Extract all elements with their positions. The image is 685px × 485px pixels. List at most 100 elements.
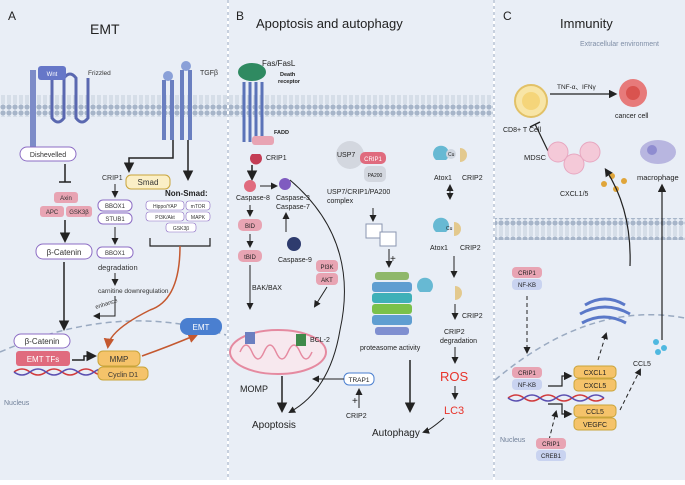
macrophage-label: macrophage [637, 173, 679, 182]
cu-label: Cu [448, 152, 455, 158]
cancer-nucleus [626, 86, 640, 100]
crip2-shape [460, 148, 467, 162]
axin-label: Axin [60, 196, 72, 202]
bcatenin-label: β-Catenin [47, 248, 82, 257]
cd8-nucleus [522, 92, 540, 110]
gsk3b-box [66, 206, 92, 217]
crip1-c-box [512, 267, 542, 278]
apc-box [40, 206, 64, 217]
nfkb-c-box [512, 279, 542, 290]
bakbax-pore [245, 332, 255, 344]
tgfb-receptor [162, 70, 192, 140]
panel-c-letter: C [503, 9, 512, 23]
dishevelled-label: Dishevelled [30, 152, 66, 159]
chemokine-dot-1 [601, 181, 607, 187]
arrow-creb-dna [548, 410, 559, 441]
creb1-label: CREB1 [541, 454, 562, 460]
cyclin-box [97, 366, 149, 381]
panel-c-title: Immunity [560, 16, 613, 31]
frizzled-label: Frizzled [88, 70, 111, 77]
vegfc-box [573, 417, 617, 431]
panel-b-title: Apoptosis and autophagy [256, 16, 403, 31]
degradation-b-label: degradation [440, 338, 477, 345]
vegfc-label: VEGFC [583, 422, 607, 429]
membrane-b [229, 95, 493, 117]
cxcl5-box [573, 378, 617, 392]
stub1-label: STUB1 [105, 217, 125, 223]
akt-label: AKT [321, 278, 333, 284]
ccl5-dot-3 [655, 349, 661, 355]
casp3-label: Caspase-3 [276, 195, 310, 202]
cxcl15-label: CXCL1/5 [560, 191, 589, 198]
cu-shape [446, 149, 456, 159]
cd8-label: CD8+ T Cell [503, 127, 542, 134]
pi3k-label: PI3K [320, 265, 333, 271]
golgi [579, 297, 631, 325]
bcatenin2-box [13, 333, 71, 349]
atox1b-label: Atox1 [430, 245, 448, 252]
emttfs-label: EMT TFs [27, 355, 60, 364]
proteasome-cap [375, 272, 409, 280]
crip1-b-shape [250, 154, 262, 165]
crip1-a-label: CRIP1 [102, 175, 123, 182]
arrow-enhance [93, 296, 116, 320]
cu2-label: Cu [446, 226, 453, 232]
dna-c-2 [507, 394, 605, 402]
curve-to-mmp [149, 245, 181, 311]
arrow-to-ccl5 [548, 403, 573, 419]
crip2-label: CRIP2 [462, 175, 483, 182]
tbid-box [238, 250, 262, 262]
complex2-label: complex [327, 198, 354, 205]
atox1-shape [433, 145, 449, 160]
tgfb-ligand-2 [181, 61, 191, 71]
apoptosis-label: Apoptosis [252, 420, 296, 431]
arrow-to-golgi [597, 332, 608, 361]
panel-a-title: EMT [90, 21, 120, 37]
usp7-label: USP7 [337, 152, 355, 159]
ns3-box [145, 211, 185, 222]
apc-label: APC [46, 210, 59, 216]
tgfb-label: TGFβ [200, 70, 218, 77]
proteasome-base [375, 327, 409, 335]
cxcl1-box [573, 365, 617, 379]
nucleus-c-label: Nucleus [500, 437, 526, 444]
extra-label: Extracellular environment [580, 41, 659, 48]
inhibit-mdsc-cd8 [534, 123, 549, 152]
ns3-label: PI3K/Akt [155, 215, 175, 221]
panel-b-letter: B [236, 9, 244, 23]
pa200-label: PA200 [368, 173, 383, 179]
trap1-label: TRAP1 [349, 377, 370, 384]
wnt-label: Wnt [47, 72, 58, 78]
degradation-a-label: degradation [98, 263, 138, 272]
arrow-ccl5-out [619, 368, 641, 411]
bid-label: BID [245, 224, 256, 230]
casp9-shape [287, 237, 301, 251]
nonsmad-label: Non-Smad: [165, 189, 208, 198]
casp8-label: Caspase-8 [236, 195, 270, 202]
complex1-label: USP7/CRIP1/PA200 [327, 189, 390, 196]
death-receptor [242, 82, 264, 142]
crip1-usp-label: CRIP1 [364, 157, 382, 163]
tgfb-ligand [163, 71, 173, 81]
bcatenin-box [35, 243, 93, 260]
ccl5-dot-1 [653, 339, 659, 345]
ns5-label: GSK3β [173, 226, 189, 232]
mdsc-cell-2 [563, 153, 585, 175]
ns4-label: MAPK [191, 215, 206, 221]
pi3k-box [316, 260, 338, 272]
tbid-label: tBID [244, 255, 256, 261]
curve-casp3-apoptosis [288, 179, 345, 413]
crip1-c-label: CRIP1 [518, 271, 536, 277]
emttfs-box [16, 351, 70, 366]
ccl5-dot-2 [661, 345, 667, 351]
crip2e-label: CRIP2 [444, 329, 465, 336]
nfkb-n-box [512, 379, 542, 390]
bbox1-box [97, 199, 133, 212]
atox1b-shape [433, 217, 449, 232]
prot-subunit-1 [365, 223, 383, 239]
crip1-n-label: CRIP1 [518, 371, 536, 377]
fasl-label: Fas/FasL [262, 59, 296, 68]
momp-label: MOMP [240, 384, 268, 394]
ccl5-label: CCL5 [586, 409, 604, 416]
mdsc-cell-1 [547, 141, 569, 163]
